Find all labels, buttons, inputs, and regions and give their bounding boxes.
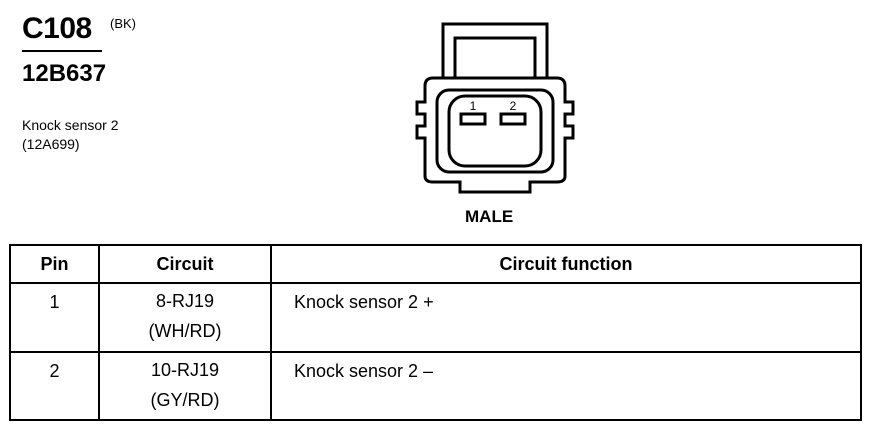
function-cell: Knock sensor 2 + [270,282,862,353]
circuit-cell: 10-RJ19 (GY/RD) [98,350,272,421]
connector-code: C108 [22,12,92,45]
pin-2-label: 2 [510,99,517,113]
circuit-cell: 8-RJ19 (WH/RD) [98,282,272,353]
component-description: Knock sensor 2 [22,117,119,133]
wire-color: (GY/RD) [150,389,220,410]
pinout-table: Pin Circuit Circuit function 1 8-RJ19 (W… [9,244,862,421]
part-number: 12B637 [22,60,107,87]
header-pin: Pin [9,244,100,284]
pin-cell: 2 [9,350,100,421]
pin-2-terminal [499,112,527,126]
pin-1-terminal [459,112,487,126]
table-row: 2 10-RJ19 (GY/RD) Knock sensor 2 – [9,350,862,421]
header-divider [22,50,102,52]
connector-gender: MALE [465,207,514,226]
pin-cell: 1 [9,282,100,353]
connector-face-diagram: 1 2 [415,22,575,194]
table-header-row: Pin Circuit Circuit function [9,244,862,284]
pin-1-label: 1 [470,99,477,113]
function-cell: Knock sensor 2 – [270,350,862,421]
component-part-number: (12A699) [22,136,80,152]
circuit-id: 10-RJ19 [150,359,220,380]
table-row: 1 8-RJ19 (WH/RD) Knock sensor 2 + [9,282,862,353]
connector-color: (BK) [110,16,136,31]
header-circuit: Circuit [98,244,272,284]
header-circuit-function: Circuit function [270,244,862,284]
wire-color: (WH/RD) [148,321,222,341]
circuit-id: 8-RJ19 [155,291,215,311]
